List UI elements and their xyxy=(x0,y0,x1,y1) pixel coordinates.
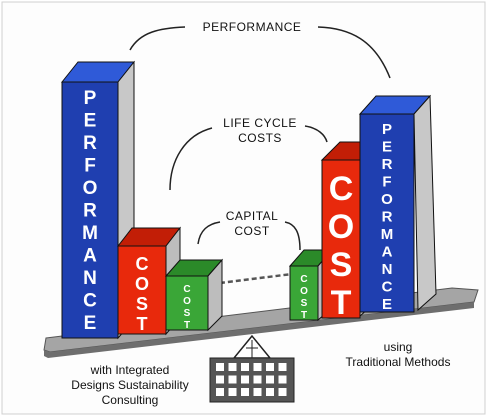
building-window xyxy=(278,375,287,384)
right-small-cost-letters: COST xyxy=(300,274,308,321)
right-performance-letters: PERFORMANCE xyxy=(381,121,394,313)
right-small-cost-letter: T xyxy=(301,310,307,321)
left-performance-bar xyxy=(61,81,119,339)
performance-arc-left xyxy=(129,26,186,51)
right-performance-letter: R xyxy=(382,209,393,226)
building-window xyxy=(278,388,287,396)
left-small-cost-letter: C xyxy=(183,284,190,295)
capital-arc-left xyxy=(197,221,221,245)
life-cycle-arc-right xyxy=(304,125,328,143)
capital-cost-dashed-link xyxy=(211,272,293,286)
left-performance-letter: E xyxy=(84,313,97,334)
building-window xyxy=(266,363,274,371)
right-performance-letter: E xyxy=(382,139,392,156)
right-small-cost-letter: C xyxy=(300,274,307,285)
right-cost-bar xyxy=(321,159,361,319)
building-window xyxy=(266,375,274,384)
right-cost-letter: C xyxy=(329,170,354,208)
life-cycle-arc-left xyxy=(169,127,213,191)
building-window xyxy=(241,388,249,396)
building-window xyxy=(241,363,249,371)
building-window xyxy=(253,388,262,396)
left-small-cost-letters: COST xyxy=(183,284,191,331)
left-performance-letter: C xyxy=(83,291,97,312)
left-cost-letter: T xyxy=(137,314,148,334)
building-window xyxy=(241,375,249,384)
right-performance-letter: C xyxy=(382,279,393,296)
left-performance-letter: F xyxy=(84,156,96,177)
building-window xyxy=(216,388,224,396)
right-performance-letter: E xyxy=(382,296,392,313)
left-small-cost-letter: T xyxy=(184,320,190,331)
left-caption-line3: Consulting xyxy=(102,393,159,407)
left-small-cost-letter: O xyxy=(183,296,191,307)
building-window xyxy=(228,388,237,396)
left-cost-letter: S xyxy=(136,294,148,314)
right-cost-letters: COST xyxy=(328,170,354,322)
right-cost-letter: S xyxy=(330,246,353,284)
performance-arc-right xyxy=(317,26,391,79)
fulcrum-building-icon xyxy=(209,334,295,403)
left-caption-line1: with Integrated xyxy=(90,363,170,377)
balance-beam-edge xyxy=(44,302,474,358)
left-performance-letters: PERFORMANCE xyxy=(82,88,98,334)
right-caption-line1: using xyxy=(384,340,413,354)
building-window xyxy=(253,363,262,371)
life-cycle-label-line2: COSTS xyxy=(238,131,282,145)
left-cost-letter: C xyxy=(136,254,149,274)
right-performance-letter: A xyxy=(382,244,393,261)
capital-cost-label-line2: COST xyxy=(234,224,270,238)
left-performance-letter: N xyxy=(83,268,97,289)
right-performance-letter: O xyxy=(381,191,393,208)
right-performance-letter: M xyxy=(381,226,394,243)
right-small-cost-letter: S xyxy=(301,298,308,309)
building-window xyxy=(228,375,237,384)
right-cost-letter: O xyxy=(328,208,354,246)
left-performance-letter: P xyxy=(84,88,97,109)
left-performance-letter: A xyxy=(83,246,97,267)
left-small-cost-letter: S xyxy=(184,308,191,319)
left-cost-letter: O xyxy=(135,274,149,294)
building-window xyxy=(253,375,262,384)
capital-arc-right xyxy=(284,221,301,251)
left-small-cost-bar xyxy=(165,275,209,331)
left-performance-letter: E xyxy=(84,111,97,132)
left-performance-letter: O xyxy=(83,178,98,199)
right-small-cost-bar xyxy=(289,265,319,321)
performance-label: PERFORMANCE xyxy=(203,20,302,34)
building-window xyxy=(278,363,287,371)
building-window xyxy=(216,363,224,371)
left-caption-line2: Designs Sustainability xyxy=(71,378,188,392)
left-performance-letter: R xyxy=(83,133,97,154)
building-window xyxy=(216,375,224,384)
left-performance-letter: R xyxy=(83,201,97,222)
right-performance-side xyxy=(413,94,437,312)
left-performance-letter: M xyxy=(82,223,98,244)
building-window xyxy=(228,363,237,371)
right-small-cost-letter: O xyxy=(300,286,308,297)
right-performance-bar xyxy=(359,113,415,313)
right-performance-letter: F xyxy=(382,174,391,191)
capital-cost-label-line1: CAPITAL xyxy=(226,209,279,223)
right-performance-letter: R xyxy=(382,156,393,173)
right-cost-letter: T xyxy=(331,284,352,322)
right-performance-letter: N xyxy=(382,261,393,278)
left-cost-letters: COST xyxy=(135,254,149,334)
right-caption-line2: Traditional Methods xyxy=(346,355,451,369)
right-performance-letter: P xyxy=(382,121,392,138)
left-cost-bar xyxy=(117,245,167,335)
life-cycle-label-line1: LIFE CYCLE xyxy=(223,116,297,130)
building-window xyxy=(266,388,274,396)
